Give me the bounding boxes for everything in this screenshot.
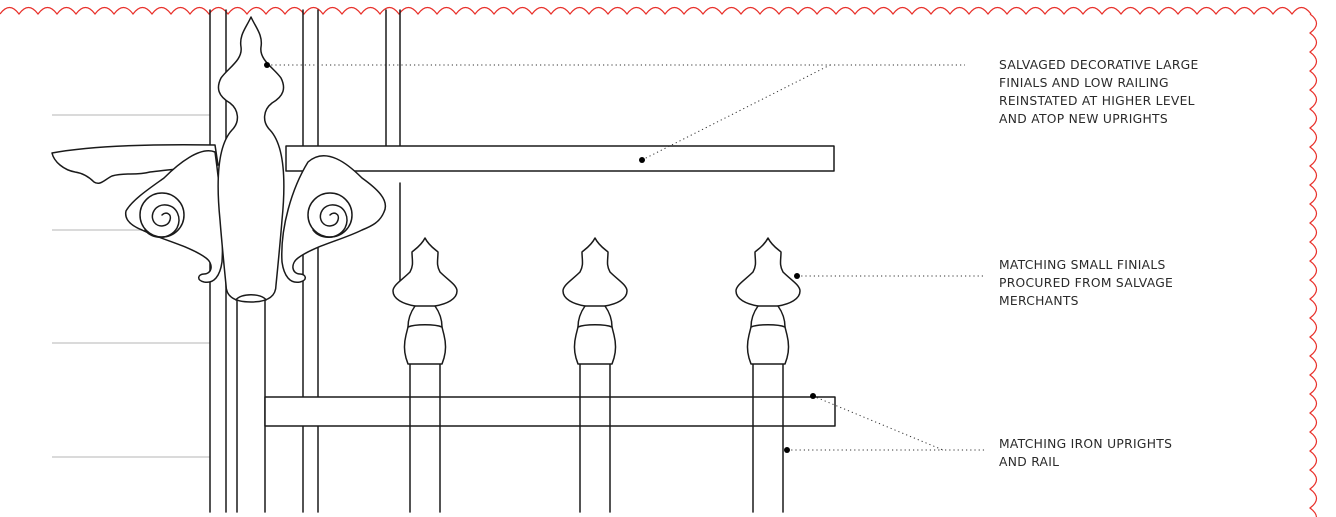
small-upright-2	[579, 351, 611, 513]
note-large-finials: SALVAGED DECORATIVE LARGE FINIALS AND LO…	[999, 56, 1199, 128]
note-line: MATCHING IRON UPRIGHTS	[999, 437, 1173, 451]
note-iron-uprights: MATCHING IRON UPRIGHTS AND RAIL	[999, 435, 1172, 471]
small-upright-3	[752, 351, 784, 513]
small-finial-2	[562, 237, 628, 365]
note-line: MERCHANTS	[999, 294, 1079, 308]
lower-rail	[264, 396, 836, 427]
small-upright-1	[409, 351, 441, 513]
note-line: REINSTATED AT HIGHER LEVEL	[999, 94, 1195, 108]
leader-lower-rail	[812, 395, 985, 451]
note-line: PROCURED FROM SALVAGE	[999, 276, 1174, 290]
upper-rail	[285, 145, 835, 172]
leader-lines	[267, 64, 985, 451]
note-line: FINIALS AND LOW RAILING	[999, 76, 1169, 90]
leader-upper-rail	[641, 64, 831, 161]
small-uprights	[409, 351, 784, 513]
frame-uprights	[302, 9, 401, 513]
note-line: MATCHING SMALL FINIALS	[999, 258, 1166, 272]
note-line: SALVAGED DECORATIVE LARGE	[999, 58, 1199, 72]
small-finial-3	[735, 237, 801, 365]
main-upright	[236, 299, 266, 513]
small-finials	[392, 237, 801, 365]
note-line: AND RAIL	[999, 455, 1060, 469]
reference-dots	[264, 62, 816, 453]
large-finial	[51, 16, 387, 303]
small-finial-1	[392, 237, 458, 365]
scalloped-border	[0, 6, 1318, 517]
note-small-finials: MATCHING SMALL FINIALS PROCURED FROM SAL…	[999, 256, 1173, 310]
note-line: AND ATOP NEW UPRIGHTS	[999, 112, 1168, 126]
